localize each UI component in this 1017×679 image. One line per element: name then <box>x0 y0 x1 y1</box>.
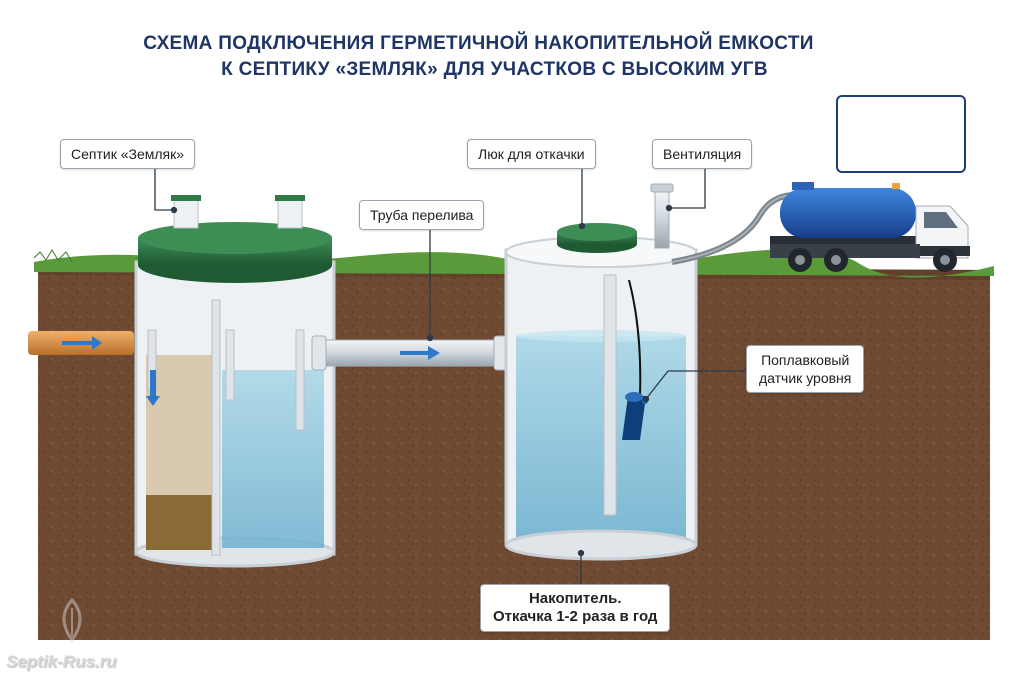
label-storage-tank: Накопитель. Откачка 1-2 раза в год <box>480 584 671 632</box>
label-septic: Септик «Земляк» <box>60 139 196 169</box>
flow-arrow-icon <box>400 346 440 360</box>
flow-arrow-icon <box>62 336 102 350</box>
label-float-sensor: Поплавковый датчик уровня <box>746 345 865 393</box>
truck-badge <box>836 95 966 173</box>
sewage-truck <box>671 182 970 272</box>
inlet-pipe <box>28 331 134 355</box>
flow-arrow-icon <box>146 370 160 406</box>
overflow-pipe <box>311 335 511 371</box>
watermark-logo-icon <box>62 597 82 643</box>
label-float-sensor-line2: датчик уровня <box>759 370 852 386</box>
callout-lines <box>154 165 746 584</box>
label-float-sensor-line1: Поплавковый <box>761 352 850 368</box>
label-tank-line1: Накопитель. <box>528 590 622 607</box>
page-title-line1: СХЕМА ПОДКЛЮЧЕНИЯ ГЕРМЕТИЧНОЙ НАКОПИТЕЛЬ… <box>143 33 814 54</box>
page-title-line2: К СЕПТИКУ «ЗЕМЛЯК» ДЛЯ УЧАСТКОВ С ВЫСОКИ… <box>221 59 768 80</box>
label-ventilation: Вентиляция <box>652 139 753 169</box>
label-tank-line2: Откачка 1-2 раза в год <box>493 608 658 625</box>
label-overflow-pipe: Труба перелива <box>359 200 485 230</box>
float-sensor <box>622 396 646 440</box>
septic-zemlyak <box>134 195 336 568</box>
storage-tank <box>504 183 698 561</box>
label-pumping-hatch: Люк для откачки <box>467 139 596 169</box>
watermark-text: Septik-Rus.ru <box>6 652 117 671</box>
